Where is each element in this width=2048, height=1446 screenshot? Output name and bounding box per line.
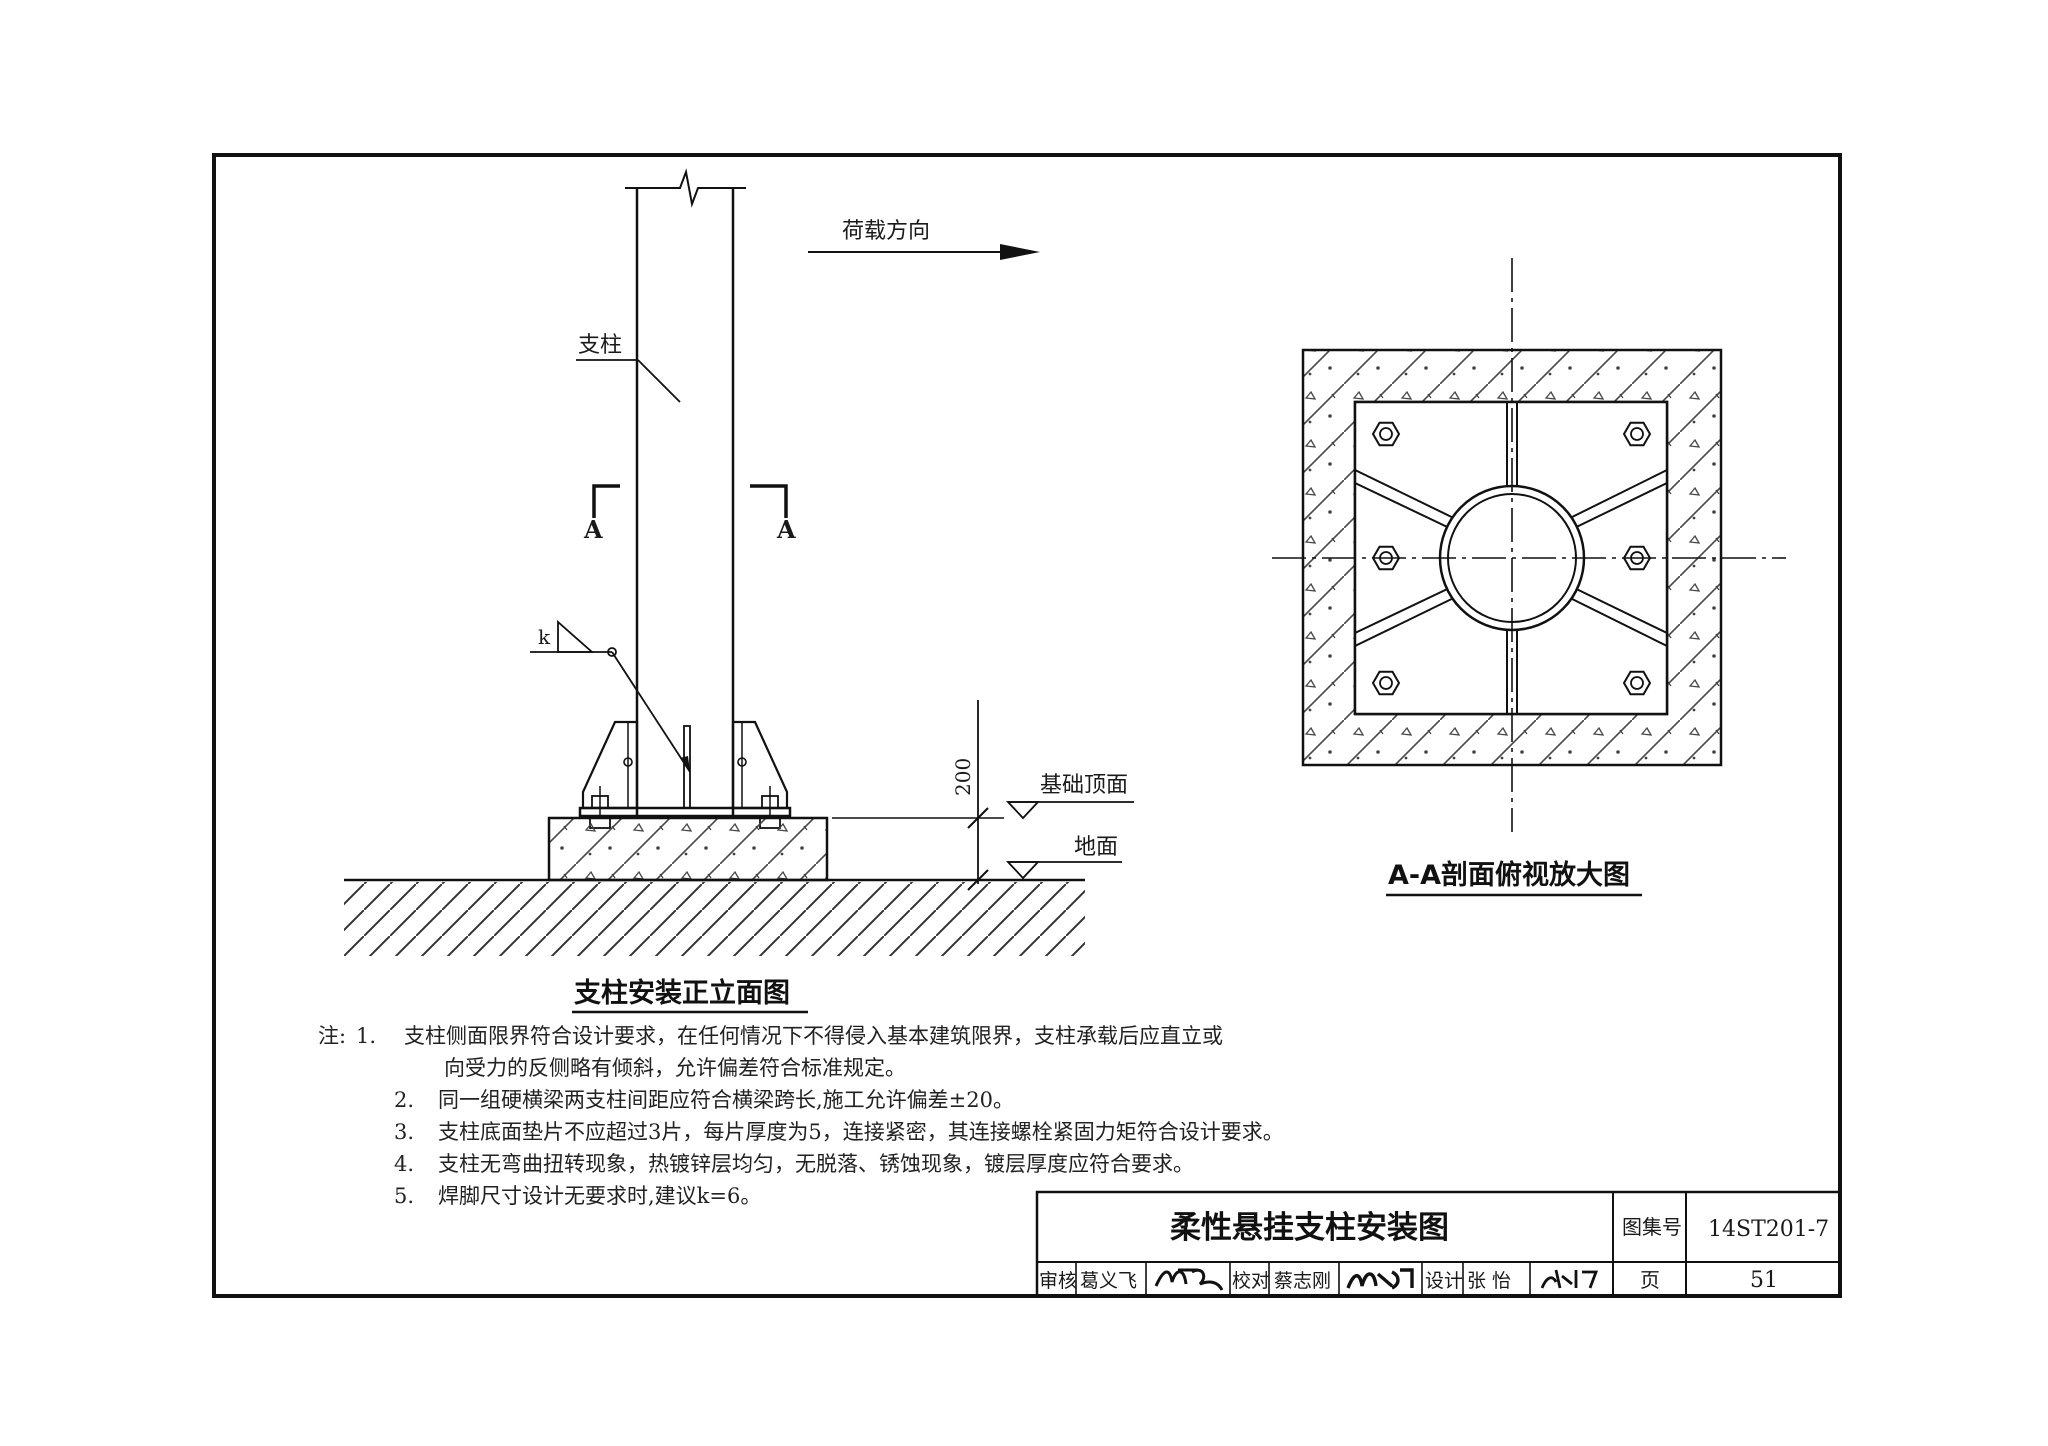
note-2-text: 同一组硬横梁两支柱间距应符合横梁跨长,施工允许偏差±20。 — [438, 1088, 1014, 1112]
foundation — [547, 816, 829, 882]
atlas-no-label: 图集号 — [1622, 1215, 1682, 1239]
review-label: 审核 — [1039, 1270, 1077, 1292]
design-label: 设计 — [1425, 1270, 1463, 1292]
check-label: 校对 — [1232, 1270, 1270, 1292]
bolt-bottom-left-icon — [1371, 670, 1401, 696]
load-direction-arrow-icon — [1000, 244, 1040, 260]
designer-name: 张 怡 — [1467, 1270, 1511, 1292]
column-label: 支柱 — [578, 333, 622, 358]
ground-hatch — [344, 882, 1085, 956]
checker-signature — [1346, 1268, 1414, 1290]
svg-text:A: A — [583, 515, 603, 544]
note-4-text: 支柱无弯曲扭转现象，热镀锌层均匀，无脱落、锈蚀现象，镀层厚度应符合要求。 — [438, 1152, 1194, 1176]
note-5: 5. 焊脚尺寸设计无要求时,建议k=6。 — [318, 1180, 1358, 1212]
load-direction-label: 荷载方向 — [842, 219, 930, 244]
bolt-top-right-icon — [1622, 421, 1652, 447]
note-2: 2. 同一组硬横梁两支柱间距应符合横梁跨长,施工允许偏差±20。 — [318, 1084, 1358, 1116]
reviewer-signature — [1154, 1268, 1224, 1291]
weld-symbol: k — [530, 620, 691, 773]
column — [625, 168, 746, 818]
page-number: 51 — [1750, 1268, 1778, 1293]
ground-label: 地面 — [1074, 835, 1118, 860]
note-5-number: 5. — [394, 1184, 415, 1208]
note-3-number: 3. — [394, 1120, 415, 1144]
section-title: A-A剖面俯视放大图 — [1388, 859, 1630, 891]
designer-signature — [1540, 1269, 1599, 1289]
page-label: 页 — [1640, 1268, 1660, 1292]
elevation-view: 荷载方向 支柱 A A k — [344, 168, 1134, 1014]
section-view: A-A剖面俯视放大图 — [1272, 258, 1786, 897]
foundation-top-label: 基础顶面 — [1040, 773, 1128, 798]
column-base — [578, 720, 792, 829]
note-3-text: 支柱底面垫片不应超过3片，每片厚度为5，连接紧密，其连接螺栓紧固力矩符合设计要求… — [438, 1120, 1284, 1144]
notes-block: 注: 1. 支柱侧面限界符合设计要求，在任何情况下不得侵入基本建筑限界，支柱承载… — [318, 1020, 1358, 1212]
bolt-mid-left-icon — [1371, 545, 1401, 571]
note-1-line-1: 注: 1. 支柱侧面限界符合设计要求，在任何情况下不得侵入基本建筑限界，支柱承载… — [318, 1020, 1358, 1052]
note-1-number: 1. — [356, 1024, 377, 1048]
note-1-text-cont: 向受力的反侧略有倾斜，允许偏差符合标准规定。 — [444, 1056, 906, 1080]
note-5-text: 焊脚尺寸设计无要求时,建议k=6。 — [438, 1184, 762, 1208]
section-mark-right: A — [750, 484, 796, 544]
note-1-text: 支柱侧面限界符合设计要求，在任何情况下不得侵入基本建筑限界，支柱承载后应直立或 — [404, 1024, 1223, 1048]
break-line-icon — [625, 168, 746, 208]
elevation-title: 支柱安装正立面图 — [574, 977, 790, 1009]
ground-marker: 地面 — [1005, 835, 1122, 880]
drawing-title: 柔性悬挂支柱安装图 — [1170, 1210, 1449, 1246]
note-1-line-2: 向受力的反侧略有倾斜，允许偏差符合标准规定。 — [318, 1052, 1358, 1084]
bolt-top-left-icon — [1371, 421, 1401, 447]
bolt-mid-right-icon — [1622, 545, 1652, 571]
note-4: 4. 支柱无弯曲扭转现象，热镀锌层均匀，无脱落、锈蚀现象，镀层厚度应符合要求。 — [318, 1148, 1358, 1180]
section-mark-left: A — [583, 484, 620, 544]
note-2-number: 2. — [394, 1088, 415, 1112]
dimension-200: 200 — [832, 700, 1004, 891]
reviewer-name: 葛义飞 — [1080, 1270, 1137, 1292]
bolt-bottom-right-icon — [1622, 670, 1652, 696]
foundation-top-marker: 基础顶面 — [1005, 773, 1134, 820]
checker-name: 蔡志刚 — [1274, 1270, 1331, 1292]
note-3: 3. 支柱底面垫片不应超过3片，每片厚度为5，连接紧密，其连接螺栓紧固力矩符合设… — [318, 1116, 1358, 1148]
notes-prefix: 注: — [318, 1024, 347, 1048]
title-block: 柔性悬挂支柱安装图 图集号 14ST201-7 审核 葛义飞 校对 蔡志刚 设计… — [1035, 1190, 1842, 1298]
note-4-number: 4. — [394, 1152, 415, 1176]
svg-text:A: A — [776, 515, 796, 544]
sheet-border — [212, 153, 1842, 1298]
column-leader-diagonal — [637, 359, 681, 403]
section-centerlines — [1272, 258, 1786, 832]
atlas-no: 14ST201-7 — [1708, 1217, 1829, 1242]
svg-text:k: k — [538, 625, 551, 649]
svg-text:200: 200 — [951, 758, 975, 796]
